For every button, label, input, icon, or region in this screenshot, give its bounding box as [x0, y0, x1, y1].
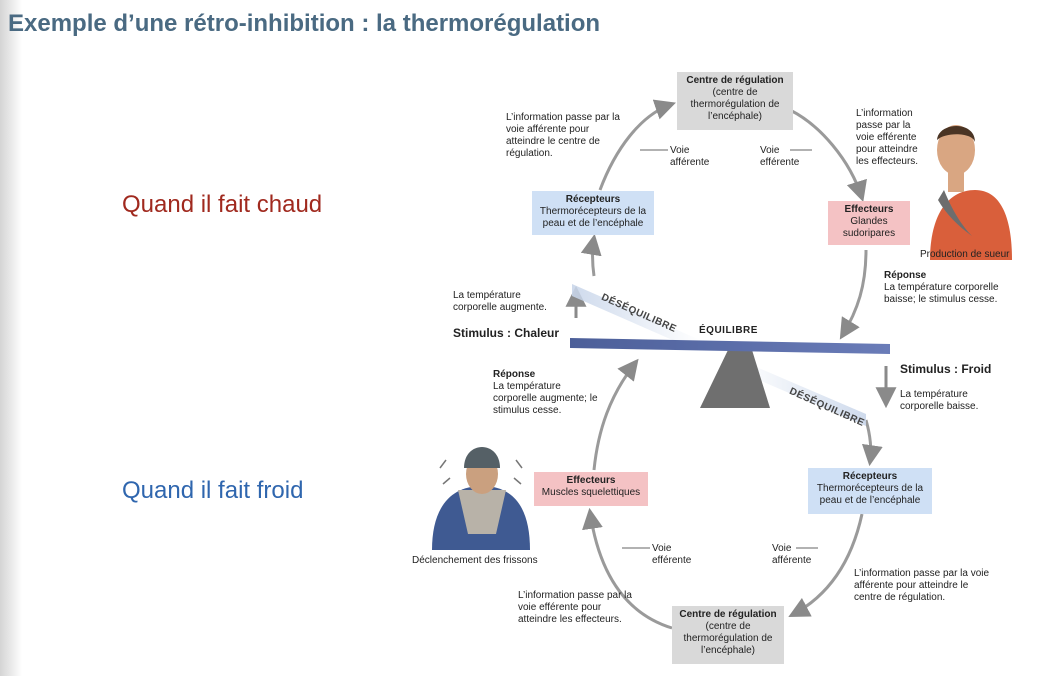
cold-label: Quand il fait froid [122, 477, 304, 504]
bottom-centre-head: Centre de régulation [679, 609, 777, 620]
top-reponse-body: La température corporelle baisse; le sti… [884, 282, 999, 305]
top-voie-afferente: Voie afférente [670, 145, 710, 168]
bottom-voie-afferente: Voie afférente [772, 543, 812, 566]
top-reponse-head: Réponse [884, 270, 927, 281]
arc-right-down [839, 249, 868, 340]
arc-top-right [789, 108, 867, 203]
top-centre-box: Centre de régulation (centre de thermoré… [677, 72, 793, 130]
bottom-image-caption: Déclenchement des frissons [412, 555, 538, 566]
bottom-info-afferente: L’information passe par la voie afférent… [854, 568, 990, 603]
balance-fulcrum [700, 350, 770, 408]
top-recepteurs-box: Récepteurs Thermorécepteurs de la peau e… [532, 191, 654, 235]
arc-left-up-2 [592, 358, 639, 471]
hot-label: Quand il fait chaud [122, 191, 323, 218]
sweating-person-image [930, 125, 1012, 260]
bottom-info-efferente: L’information passe par la voie efférent… [518, 590, 632, 625]
bottom-effecteurs-box: Effecteurs Muscles squelettiques [534, 472, 648, 506]
bottom-recepteurs-head: Récepteurs [842, 471, 898, 482]
arc-bottom-right-down [788, 513, 864, 617]
page-title: Exemple d’une rétro-inhibition : la ther… [8, 10, 601, 37]
arc-bottom-right [861, 419, 883, 467]
top-recepteurs-head: Récepteurs [565, 194, 621, 205]
top-centre-head: Centre de régulation [686, 75, 784, 86]
top-recepteurs-body: Thermorécepteurs de la peau et de l’encé… [539, 206, 647, 229]
bottom-centre-body: (centre de thermorégulation de l’encépha… [683, 621, 773, 656]
bottom-recepteurs-box: Récepteurs Thermorécepteurs de la peau e… [808, 468, 932, 514]
top-info-efferente: L’information passe par la voie efférent… [856, 108, 919, 167]
arc-left-up [580, 233, 602, 277]
top-effecteurs-body: Glandes sudoripares [842, 216, 896, 239]
arc-bottom-left [582, 507, 673, 630]
arc-top-left [598, 99, 676, 191]
bottom-reponse-body: La température corporelle augmente; le s… [493, 381, 598, 416]
top-info-afferente: L’information passe par la voie afférent… [506, 112, 620, 159]
bottom-recepteurs-body: Thermorécepteurs de la peau et de l’encé… [816, 483, 924, 506]
bottom-reponse-head: Réponse [493, 369, 536, 380]
bottom-reponse: Réponse La température corporelle augmen… [493, 369, 601, 417]
balance-beam [570, 338, 890, 354]
stimulus-chaleur: Stimulus : Chaleur [453, 326, 560, 340]
equilibre-label: ÉQUILIBRE [699, 325, 758, 336]
bottom-effecteurs-head: Effecteurs [566, 475, 616, 486]
top-effecteurs-box: Effecteurs Glandes sudoripares [828, 201, 910, 245]
left-edge-shadow [0, 0, 22, 676]
bottom-stimulus-note: La température corporelle baisse. [900, 389, 979, 412]
bottom-voie-efferente: Voie efférente [652, 543, 692, 566]
top-stimulus-note: La température corporelle augmente. [453, 290, 547, 313]
tilt-beam-cold [740, 360, 866, 426]
shivering-person-image [432, 447, 530, 550]
top-voie-efferente: Voie efférente [760, 145, 800, 168]
tilt-beam-hot [572, 284, 700, 352]
top-image-caption: Production de sueur [920, 249, 1010, 260]
top-centre-body: (centre de thermorégulation de l’encépha… [690, 87, 780, 122]
stimulus-froid: Stimulus : Froid [900, 362, 992, 376]
bottom-effecteurs-body: Muscles squelettiques [541, 487, 641, 498]
bottom-centre-box: Centre de régulation (centre de thermoré… [672, 606, 784, 664]
top-effecteurs-head: Effecteurs [844, 204, 894, 215]
top-reponse: Réponse La température corporelle baisse… [884, 270, 1012, 306]
